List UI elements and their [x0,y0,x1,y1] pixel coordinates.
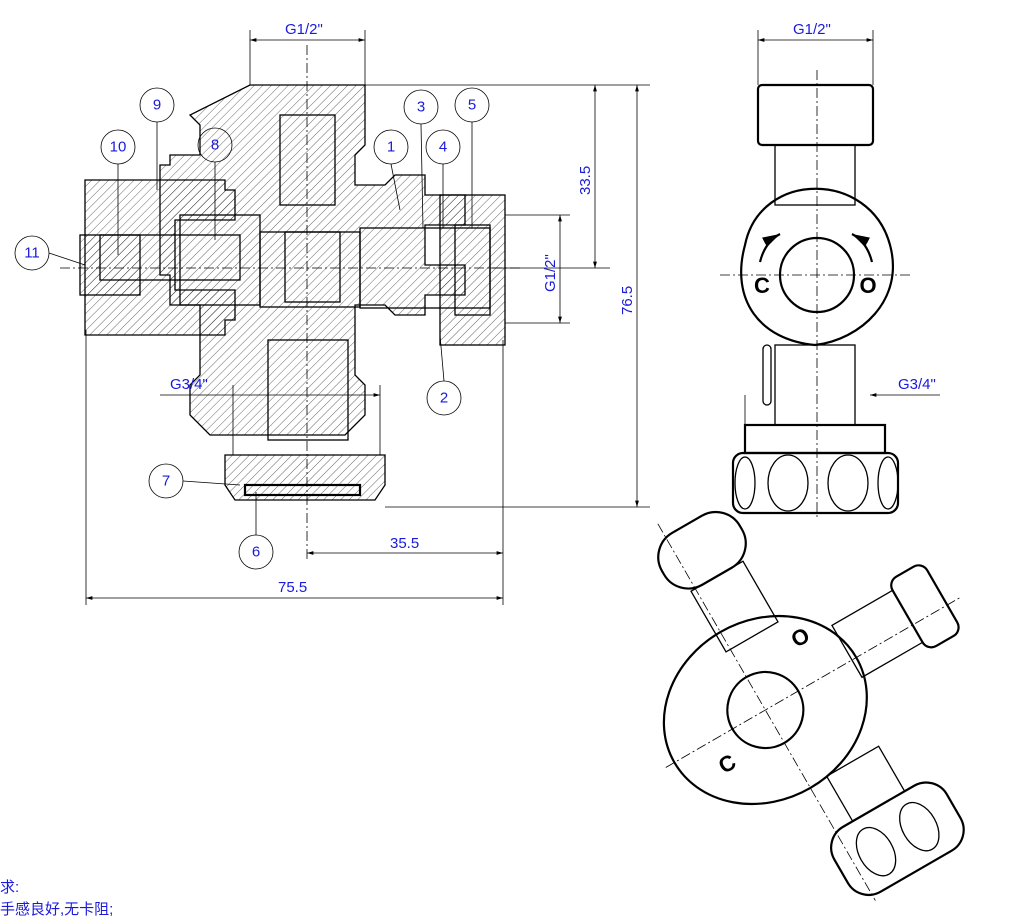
dim-width-total: 75.5 [278,579,307,596]
dim-bottom-thread: G3/4" [170,376,208,393]
balloon-5: 5 [454,87,490,228]
dim-top-thread: G1/2" [285,21,323,38]
balloon-6: 6 [238,492,274,570]
balloon-10: 10 [100,129,136,255]
close-label: C [754,273,770,298]
balloon-8: 8 [197,127,233,240]
svg-text:4: 4 [439,139,447,156]
iso-open-label: O [787,622,814,652]
part-balloons: 1 2 3 4 5 6 7 8 9 10 11 [14,87,490,570]
note-heading: 求: [0,879,20,896]
svg-text:3: 3 [417,99,425,116]
balloon-4: 4 [425,129,461,228]
svg-text:8: 8 [211,137,219,154]
section-view [60,45,520,560]
dimension-lines [85,30,650,605]
svg-text:9: 9 [153,97,161,114]
front-view: C O [720,30,940,520]
balloon-7: 7 [148,463,241,499]
svg-text:10: 10 [110,139,127,156]
balloon-1: 1 [373,129,409,211]
svg-text:6: 6 [252,544,260,561]
dim-top-thread-right: G1/2" [793,21,831,38]
dim-bottom-thread-right: G3/4" [898,376,936,393]
svg-text:2: 2 [440,390,448,407]
balloon-2: 2 [426,334,462,416]
dimension-labels: G1/2" 33.5 76.5 G1/2" G3/4" 35.5 75.5 G1… [170,21,936,596]
balloon-3: 3 [403,89,439,229]
isometric-view: C O [657,510,965,901]
iso-close-label: C [714,749,740,779]
svg-text:5: 5 [468,97,476,114]
balloon-11: 11 [14,235,86,271]
svg-text:1: 1 [387,139,395,156]
dim-height-total: 76.5 [619,286,636,315]
balloon-9: 9 [139,87,175,190]
svg-text:7: 7 [162,473,170,490]
dim-side-thread: G1/2" [542,254,559,292]
dim-width-partial: 35.5 [390,535,419,552]
note-line-1: 手感良好,无卡阻; [0,901,114,918]
svg-text:11: 11 [24,245,40,262]
open-label: O [859,273,876,298]
dim-height-partial: 33.5 [577,166,594,195]
